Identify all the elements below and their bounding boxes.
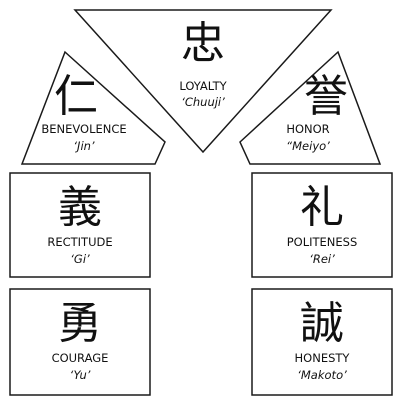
- honor-japanese-label: “Meiyo’: [286, 139, 330, 153]
- politeness-english-label: POLITENESS: [287, 235, 358, 249]
- rectitude-kanji: 義: [58, 182, 102, 233]
- honesty-shape: [251, 288, 393, 396]
- benevolence-kanji: 仁: [54, 71, 98, 122]
- rectitude-shape: [9, 172, 151, 278]
- loyalty-shape: [73, 9, 333, 154]
- panel-benevolence: 仁 BENEVOLENCE ‘Jin’: [20, 50, 166, 165]
- rectitude-english-label: RECTITUDE: [47, 235, 112, 249]
- courage-japanese-label: ‘Yu’: [70, 368, 91, 382]
- benevolence-shape: [20, 50, 166, 165]
- courage-english-label: COURAGE: [52, 351, 109, 365]
- panel-honor: 誉 HONOR “Meiyo’: [239, 50, 382, 165]
- panel-rectitude: 義 RECTITUDE ‘Gi’: [9, 172, 151, 278]
- politeness-shape: [251, 172, 393, 278]
- loyalty-kanji: 忠: [181, 18, 225, 69]
- honesty-japanese-label: ‘Makoto’: [297, 368, 347, 382]
- benevolence-english-label: BENEVOLENCE: [41, 122, 126, 136]
- courage-kanji: 勇: [58, 298, 102, 349]
- loyalty-english-label: LOYALTY: [179, 79, 227, 93]
- panel-honesty: 誠 HONESTY ‘Makoto’: [251, 288, 393, 396]
- panel-politeness: 礼 POLITENESS ‘Rei’: [251, 172, 393, 278]
- benevolence-japanese-label: ‘Jin’: [73, 139, 95, 153]
- honesty-english-label: HONESTY: [295, 351, 351, 365]
- loyalty-japanese-label: ‘Chuuji’: [181, 95, 225, 109]
- honor-kanji: 誉: [304, 71, 348, 122]
- politeness-japanese-label: ‘Rei’: [309, 252, 335, 266]
- honesty-kanji: 誠: [300, 298, 344, 349]
- panel-courage: 勇 COURAGE ‘Yu’: [9, 288, 151, 396]
- honor-english-label: HONOR: [286, 122, 329, 136]
- panel-loyalty: 忠 LOYALTY ‘Chuuji’: [73, 9, 333, 154]
- courage-shape: [9, 288, 151, 396]
- rectitude-japanese-label: ‘Gi’: [70, 252, 90, 266]
- politeness-kanji: 礼: [300, 182, 344, 233]
- honor-shape: [239, 50, 382, 165]
